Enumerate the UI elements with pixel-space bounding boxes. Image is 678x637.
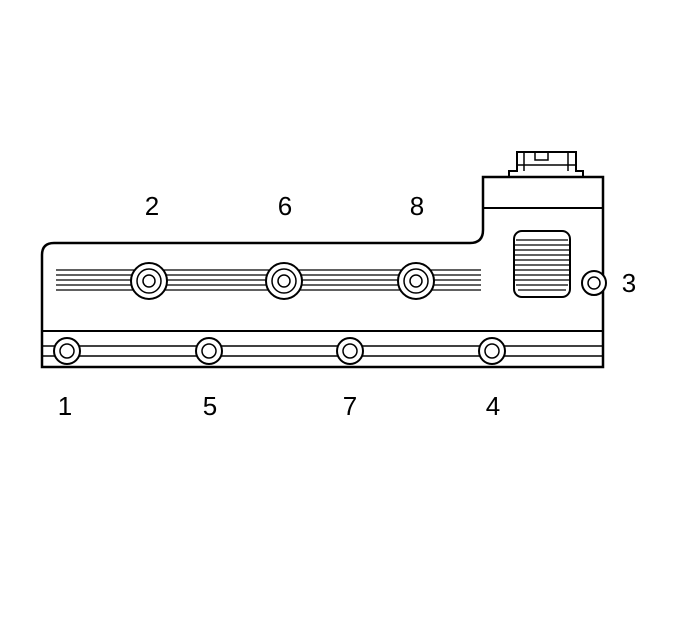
bolt-2 (130, 262, 168, 300)
bolt-4 (478, 337, 506, 365)
label-bolt-1: 1 (58, 391, 72, 421)
label-bolt-5: 5 (203, 391, 217, 421)
cover-outline (40, 175, 605, 369)
lower-flange (42, 330, 603, 357)
bolt-6 (265, 262, 303, 300)
label-bolt-7: 7 (343, 391, 357, 421)
connector (508, 151, 584, 177)
label-bolt-4: 4 (486, 391, 500, 421)
label-bolt-6: 6 (278, 191, 292, 221)
label-bolt-8: 8 (410, 191, 424, 221)
label-bolt-2: 2 (145, 191, 159, 221)
oil-filler-block (513, 230, 571, 298)
bolt-8 (397, 262, 435, 300)
bolt-5 (195, 337, 223, 365)
label-bolt-3: 3 (622, 268, 636, 298)
bolt-3 (581, 270, 607, 296)
bolt-7 (336, 337, 364, 365)
bolt-1 (53, 337, 81, 365)
